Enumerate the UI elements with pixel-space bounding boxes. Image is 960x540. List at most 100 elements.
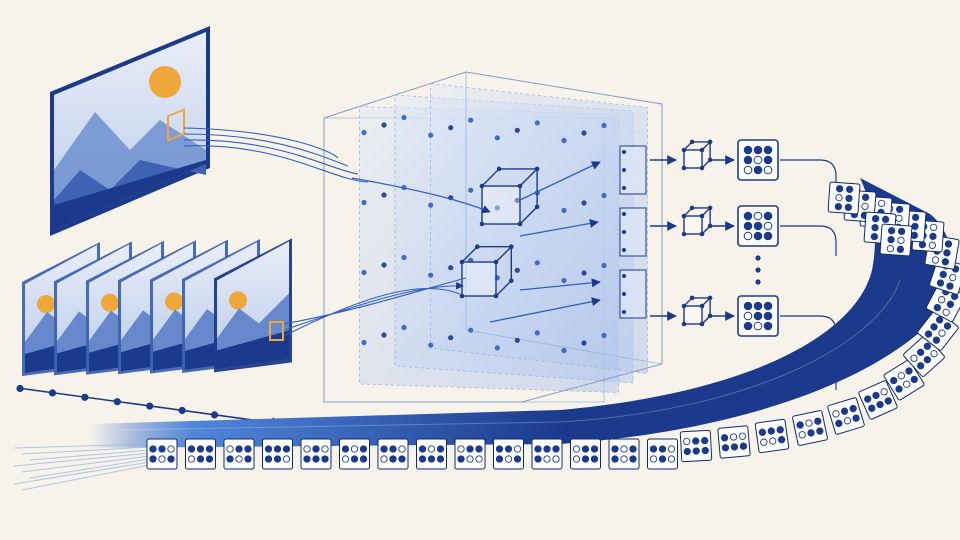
- discrete-token-icon: [858, 380, 898, 420]
- inner-arrow: [519, 161, 601, 201]
- cube-node: [381, 332, 387, 338]
- connector-line: [283, 287, 461, 337]
- inner-arrow: [489, 297, 601, 323]
- discrete-token-icon: [883, 359, 925, 401]
- video-frames-stack: [22, 238, 292, 376]
- discrete-token-icon: [879, 223, 913, 257]
- timeline-tick: [178, 406, 186, 415]
- discrete-token-icon: [737, 295, 779, 337]
- timeline-tick: [81, 393, 89, 401]
- voxel-cube-icon: [681, 205, 713, 237]
- discrete-token-icon: [827, 397, 865, 435]
- cube-node: [361, 269, 367, 276]
- cube-node: [514, 337, 520, 343]
- timeline-tick: [48, 389, 57, 397]
- cube-node: [601, 262, 607, 269]
- cube-node: [401, 254, 407, 261]
- cube-node: [448, 265, 454, 271]
- cube-node: [581, 270, 587, 276]
- cube-node: [561, 137, 567, 144]
- cube-node: [361, 129, 367, 136]
- cube-node: [514, 267, 520, 273]
- slab-node: [622, 186, 626, 190]
- frame-patch-box: [269, 321, 284, 341]
- inner-arrow: [519, 218, 599, 237]
- cube-node: [494, 205, 500, 211]
- cube-node: [381, 122, 387, 128]
- cube-node: [468, 117, 474, 123]
- slab-node: [622, 212, 626, 216]
- discrete-token-icon: [454, 438, 486, 470]
- voxel-cube-icon: [681, 295, 713, 327]
- slab-node: [622, 292, 626, 296]
- cube-node: [514, 127, 520, 133]
- timeline-axis: [16, 384, 284, 429]
- input-image: [50, 26, 210, 236]
- motion-line: [21, 446, 151, 455]
- timeline-tick: [146, 402, 154, 410]
- token-band-highlight: [119, 279, 901, 431]
- sun-icon: [229, 291, 247, 310]
- discrete-token-icon: [737, 205, 779, 247]
- cube-node: [428, 272, 434, 278]
- cube-node: [428, 132, 434, 138]
- motion-line: [21, 455, 151, 473]
- motion-line: [13, 452, 151, 467]
- discrete-token-icon: [608, 438, 640, 470]
- cube-node: [601, 192, 607, 199]
- connector-line: [183, 127, 339, 159]
- discrete-token-icon: [300, 438, 332, 470]
- motion-line: [21, 464, 151, 491]
- cube-node: [561, 347, 567, 354]
- discrete-token-icon: [754, 418, 790, 454]
- discrete-token-icon: [531, 438, 563, 470]
- cube-node: [428, 342, 434, 348]
- cube-node: [561, 207, 567, 214]
- slab-node: [622, 150, 626, 154]
- discrete-token-icon: [827, 181, 861, 215]
- discrete-token-icon: [262, 438, 293, 470]
- discrete-token-icon: [570, 438, 601, 470]
- cube-node: [514, 197, 520, 203]
- cube-node: [534, 260, 540, 266]
- timeline-tick: [210, 411, 219, 419]
- cube-node: [428, 202, 434, 208]
- cube-node: [601, 332, 607, 339]
- motion-line: [29, 458, 151, 479]
- discrete-token-icon: [717, 425, 751, 459]
- cube-slice: [430, 83, 648, 374]
- motion-line: [29, 449, 151, 461]
- cube-node: [448, 335, 454, 341]
- discrete-token-icon: [377, 438, 409, 470]
- discrete-token-icon: [792, 410, 828, 446]
- token-band-ribbon: [90, 178, 954, 448]
- input-connector-lines: [183, 127, 491, 337]
- token-band: [13, 178, 960, 491]
- cube-node: [468, 327, 474, 333]
- cube-node: [494, 135, 500, 141]
- discrete-token-icon: [737, 139, 779, 181]
- discrete-token-icon: [493, 438, 524, 470]
- discrete-token-icon: [223, 438, 255, 470]
- sun-icon: [101, 293, 119, 312]
- discrete-token-icon: [339, 438, 370, 470]
- cube-node: [494, 345, 500, 351]
- discrete-token-icon: [146, 438, 178, 470]
- cube-node: [561, 277, 567, 284]
- cube-node: [361, 339, 367, 346]
- cube-node: [401, 114, 407, 121]
- discrete-token-icon: [647, 438, 678, 470]
- connector-line: [183, 139, 359, 175]
- voxel-cube-icon: [681, 139, 713, 171]
- slab-node: [622, 168, 626, 172]
- cube-node: [361, 199, 367, 206]
- slab-node: [622, 248, 626, 252]
- cube-node: [534, 120, 540, 126]
- inner-arrow: [519, 278, 601, 291]
- cube-node: [581, 130, 587, 136]
- cube-node: [381, 192, 387, 198]
- slab-node: [622, 274, 626, 278]
- slab-node: [622, 230, 626, 234]
- cube-node: [581, 340, 587, 346]
